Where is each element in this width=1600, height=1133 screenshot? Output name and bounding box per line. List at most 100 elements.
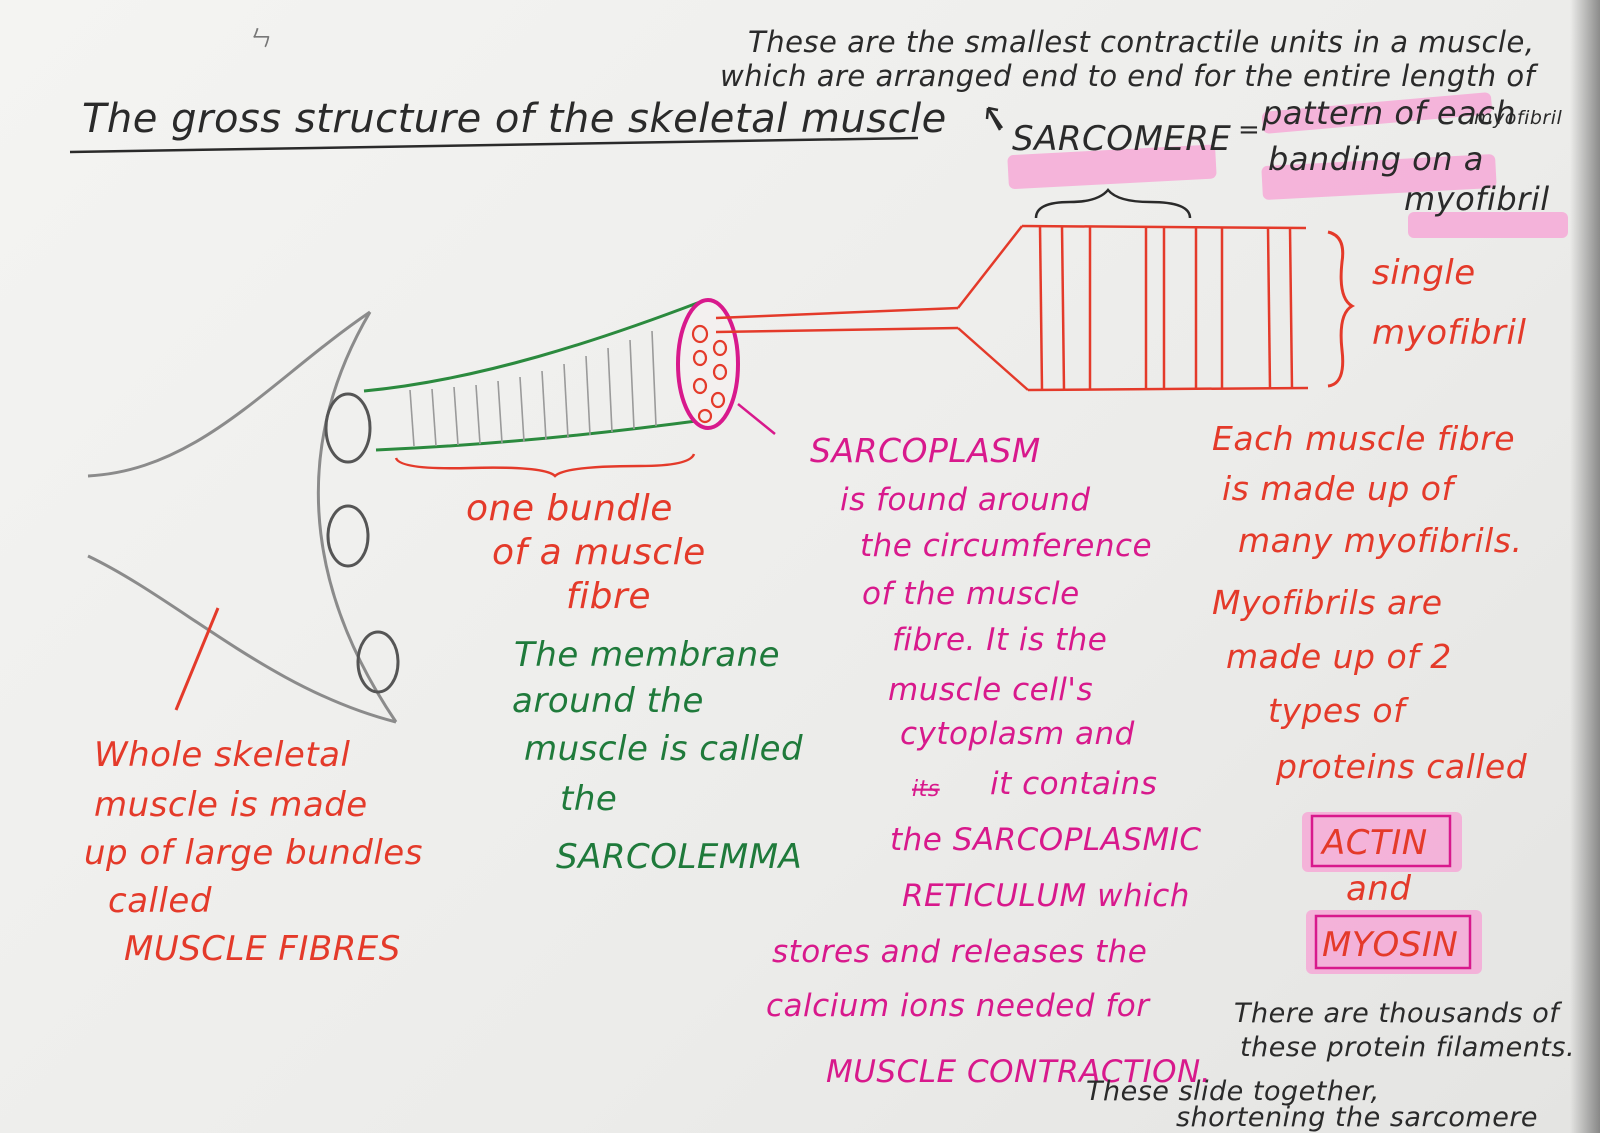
- paper-edge-shadow: [1570, 0, 1600, 1133]
- bundle-brace: [394, 453, 696, 478]
- whole-muscle-label: Whole skeletal muscle is made up of larg…: [84, 735, 423, 969]
- smallest-units-line-2: which are arranged end to end for the en…: [720, 59, 1539, 93]
- filaments-line-4: shortening the sarcomere: [1176, 1102, 1538, 1133]
- fibre-makeup-line-5: made up of 2: [1226, 637, 1452, 676]
- myofibril-stem-bottom: [715, 326, 959, 334]
- highlight-myofibril: [1408, 212, 1568, 238]
- fibre-bundle-drawing: [363, 298, 776, 478]
- corner-pencil-mark: ㄣ: [250, 27, 272, 52]
- sarcolemma-line-4: the: [560, 779, 617, 819]
- protein-labels: ACTIN and MYOSIN: [1320, 823, 1458, 965]
- sarcolemma-term: SARCOLEMMA: [556, 837, 802, 877]
- sarcolemma-label: The membrane around the muscle is called…: [512, 635, 803, 877]
- actin-label: ACTIN: [1320, 823, 1428, 863]
- fibre-makeup-line-4: Myofibrils are: [1212, 583, 1443, 622]
- filaments-line-1: There are thousands of: [1234, 998, 1562, 1029]
- sarcomere-definition: SARCOMERE = pattern of each myofibril ba…: [1012, 94, 1562, 218]
- sarcoplasm-line-1: SARCOPLASM: [810, 431, 1041, 470]
- fibre-makeup-line-6: types of: [1268, 691, 1409, 730]
- sarcoplasm-crossed-word: its: [912, 777, 940, 802]
- myofibril-bottom-edge: [1027, 386, 1309, 392]
- whole-muscle-drawing: [87, 310, 400, 724]
- filaments-note: There are thousands of these protein fil…: [1086, 998, 1575, 1133]
- fibre-cross-section-bottom: [356, 630, 400, 694]
- fibre-makeup-line-1: Each muscle fibre: [1212, 419, 1515, 458]
- whole-muscle-line-4: called: [108, 881, 212, 921]
- fibre-cross-section-middle: [326, 504, 370, 568]
- muscle-upper-outline: [87, 310, 371, 478]
- sarcoplasm-line-11: stores and releases the: [772, 934, 1147, 970]
- sarcoplasm-line-6: muscle cell's: [888, 672, 1093, 708]
- fibre-makeup-line-2: is made up of: [1222, 469, 1458, 508]
- muscle-cut-edge: [316, 311, 398, 723]
- sarcoplasm-line-8: it contains: [990, 766, 1157, 802]
- highlight-pattern-of-each: [1261, 92, 1493, 134]
- whole-muscle-pointer: [174, 607, 220, 711]
- protein-boxes: [1310, 814, 1472, 970]
- fibre-cross-section-top: [324, 392, 372, 464]
- single-myofibril-line-1: single: [1372, 253, 1476, 293]
- highlight-actin: [1302, 812, 1462, 872]
- myofibril-flare-bottom: [957, 327, 1029, 391]
- myofibril-drawing: [715, 224, 1309, 392]
- sarcoplasm-line-7: cytoplasm and: [900, 716, 1135, 752]
- single-myofibril-label: single myofibril: [1372, 253, 1526, 353]
- highlight-banding-on-a: [1261, 154, 1497, 200]
- fibre-makeup-label: Each muscle fibre is made up of many myo…: [1212, 419, 1528, 786]
- sarcoplasm-line-2: is found around: [840, 482, 1091, 518]
- whole-muscle-line-1: Whole skeletal: [94, 735, 350, 775]
- sarcoplasm-label: SARCOPLASM is found around the circumfer…: [766, 431, 1211, 1090]
- bundle-top-edge: [363, 300, 701, 393]
- sarcomere-equals: =: [1238, 115, 1260, 145]
- highlight-sarcomere: [1007, 144, 1217, 190]
- sarcomere-definition-line-3: myofibril: [1404, 180, 1550, 218]
- highlighter-marks: [1007, 92, 1568, 974]
- sarcomere-definition-line-2: banding on a: [1268, 140, 1484, 178]
- bundle-line-1: one bundle: [466, 488, 673, 529]
- myofibril-stem-top: [715, 306, 959, 320]
- whole-muscle-line-3: up of large bundles: [84, 833, 423, 873]
- myofibril-brace: [1327, 230, 1356, 388]
- myofibril-dots: [691, 324, 728, 424]
- sarcoplasm-line-12: calcium ions needed for: [766, 988, 1151, 1024]
- myofibril-flare-top: [957, 225, 1023, 309]
- filaments-line-2: these protein filaments.: [1240, 1032, 1575, 1063]
- bundle-line-3: fibre: [566, 576, 651, 617]
- bundle-line-2: of a muscle: [492, 532, 706, 573]
- single-myofibril-line-2: myofibril: [1372, 313, 1526, 353]
- whole-muscle-line-5: MUSCLE FIBRES: [124, 929, 401, 969]
- sarcolemma-line-3: muscle is called: [524, 729, 803, 769]
- sarcomere-bands: [1038, 225, 1294, 391]
- smallest-units-line-1: These are the smallest contractile units…: [748, 25, 1535, 59]
- sarcolemma-line-2: around the: [512, 681, 704, 721]
- bundle-label: one bundle of a muscle fibre: [466, 488, 706, 617]
- sarcomere-definition-superscript: myofibril: [1474, 107, 1562, 129]
- sarcoplasm-line-3: the circumference: [860, 528, 1152, 564]
- sarcoplasm-line-4: of the muscle: [862, 576, 1080, 612]
- fibre-makeup-line-7: proteins called: [1275, 747, 1528, 786]
- muscle-lower-outline: [87, 554, 397, 724]
- sarcolemma-line-1: The membrane: [514, 635, 780, 675]
- sarcoplasm-line-9: the SARCOPLASMIC: [890, 822, 1202, 858]
- whole-muscle-line-2: muscle is made: [94, 785, 368, 825]
- actin-box: [1310, 814, 1452, 868]
- and-label: and: [1346, 869, 1411, 909]
- highlight-myosin: [1306, 910, 1482, 974]
- sarcoplasm-pointer: [737, 403, 776, 435]
- bundle-bottom-edge: [375, 418, 705, 452]
- sarcomere-term: SARCOMERE: [1012, 119, 1231, 159]
- sarcomere-arrow-icon: [985, 106, 1004, 131]
- sarcomere-brace: [1034, 188, 1192, 219]
- sarcoplasm-line-10: RETICULUM which: [902, 878, 1190, 914]
- fibre-makeup-line-3: many myofibrils.: [1238, 521, 1523, 560]
- sarcoplasm-line-5: fibre. It is the: [892, 622, 1107, 658]
- filaments-line-3: These slide together,: [1086, 1076, 1380, 1107]
- bundle-striations: [409, 330, 657, 447]
- smallest-units-note: These are the smallest contractile units…: [720, 25, 1539, 93]
- myosin-label: MYOSIN: [1322, 925, 1458, 965]
- title-underline: [69, 136, 919, 154]
- title-text: The gross structure of the skeletal musc…: [82, 96, 947, 142]
- bundle-cross-section: [676, 298, 740, 430]
- myosin-box: [1314, 914, 1472, 970]
